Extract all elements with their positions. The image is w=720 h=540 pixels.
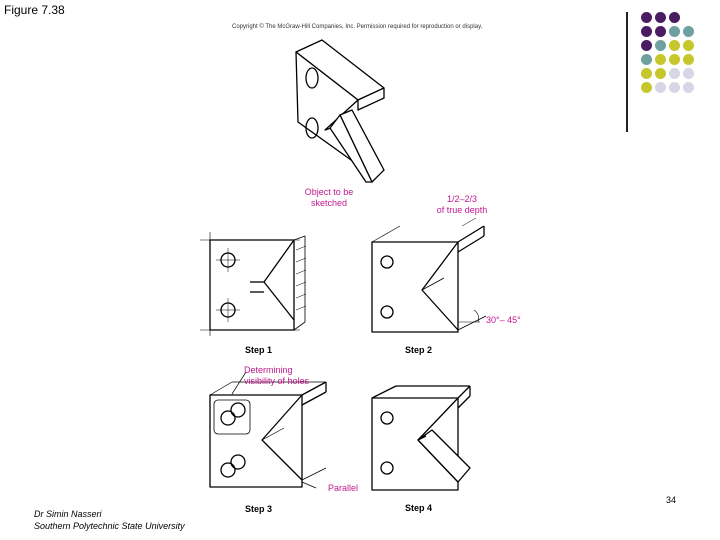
decorative-dot bbox=[641, 54, 652, 65]
decorative-dot bbox=[641, 82, 652, 93]
decorative-dot bbox=[683, 54, 694, 65]
decorative-dot bbox=[669, 54, 680, 65]
decorative-dot bbox=[683, 68, 694, 79]
decorative-dot bbox=[683, 82, 694, 93]
decorative-dot bbox=[655, 40, 666, 51]
step4-bottom-hole bbox=[380, 461, 394, 475]
decorative-dot bbox=[641, 26, 652, 37]
decorative-dot bbox=[641, 68, 652, 79]
decorative-dot bbox=[641, 12, 652, 23]
step2-top-hole bbox=[380, 255, 394, 269]
step-1-label: Step 1 bbox=[245, 345, 273, 355]
decorative-dot bbox=[655, 54, 666, 65]
object-callout: Object to be sketched bbox=[296, 187, 362, 209]
decorative-dot bbox=[683, 26, 694, 37]
decorative-dot bbox=[655, 26, 666, 37]
top-hole bbox=[305, 67, 319, 89]
step-1-drawing bbox=[200, 232, 307, 336]
step-4-drawing bbox=[371, 385, 471, 491]
angle-callout: 30°– 45° bbox=[486, 315, 521, 325]
decorative-dot bbox=[669, 68, 680, 79]
visibility-callout: Determining visibility of holes bbox=[244, 365, 309, 387]
step-2-label: Step 2 bbox=[405, 345, 433, 355]
step-3-drawing bbox=[209, 371, 327, 489]
depth-callout-line1: 1/2–2/3 bbox=[446, 194, 478, 204]
object-isometric-drawing bbox=[295, 39, 385, 183]
object-callout-line2: sketched bbox=[310, 198, 348, 208]
author-institution: Southern Polytechnic State University bbox=[34, 521, 185, 531]
decorative-dot bbox=[669, 40, 680, 51]
visibility-highlight-box bbox=[213, 399, 251, 435]
step4-top-hole bbox=[380, 411, 394, 425]
figure-title: Figure 7.38 bbox=[4, 3, 65, 17]
decorative-dot bbox=[669, 12, 680, 23]
decorative-dot bbox=[669, 82, 680, 93]
decorative-dot bbox=[669, 26, 680, 37]
decorative-dot bbox=[655, 12, 666, 23]
depth-callout: 1/2–2/3 of true depth bbox=[428, 194, 496, 216]
decorative-dot bbox=[655, 82, 666, 93]
copyright-notice: Copyright © The McGraw-Hill Companies, I… bbox=[232, 24, 483, 30]
divider-line bbox=[626, 12, 628, 132]
step-4-label: Step 4 bbox=[405, 503, 433, 513]
parallel-callout: Parallel bbox=[328, 483, 359, 493]
depth-callout-line2: of true depth bbox=[436, 205, 488, 215]
decorative-dot bbox=[683, 40, 694, 51]
step-2-drawing bbox=[371, 217, 487, 333]
bottom-hole bbox=[305, 117, 319, 139]
author-credit: Dr Simin Nasseri Southern Polytechnic St… bbox=[34, 508, 185, 532]
visibility-callout-line1: Determining bbox=[244, 365, 293, 375]
object-callout-line1: Object to be bbox=[304, 187, 354, 197]
visibility-callout-line2: visibility of holes bbox=[244, 376, 310, 386]
step-3-label: Step 3 bbox=[245, 504, 273, 514]
decorative-dot bbox=[655, 68, 666, 79]
page-number: 34 bbox=[666, 495, 677, 505]
step2-bottom-hole bbox=[380, 305, 394, 319]
decorative-dot bbox=[641, 40, 652, 51]
author-name: Dr Simin Nasseri bbox=[34, 509, 102, 519]
